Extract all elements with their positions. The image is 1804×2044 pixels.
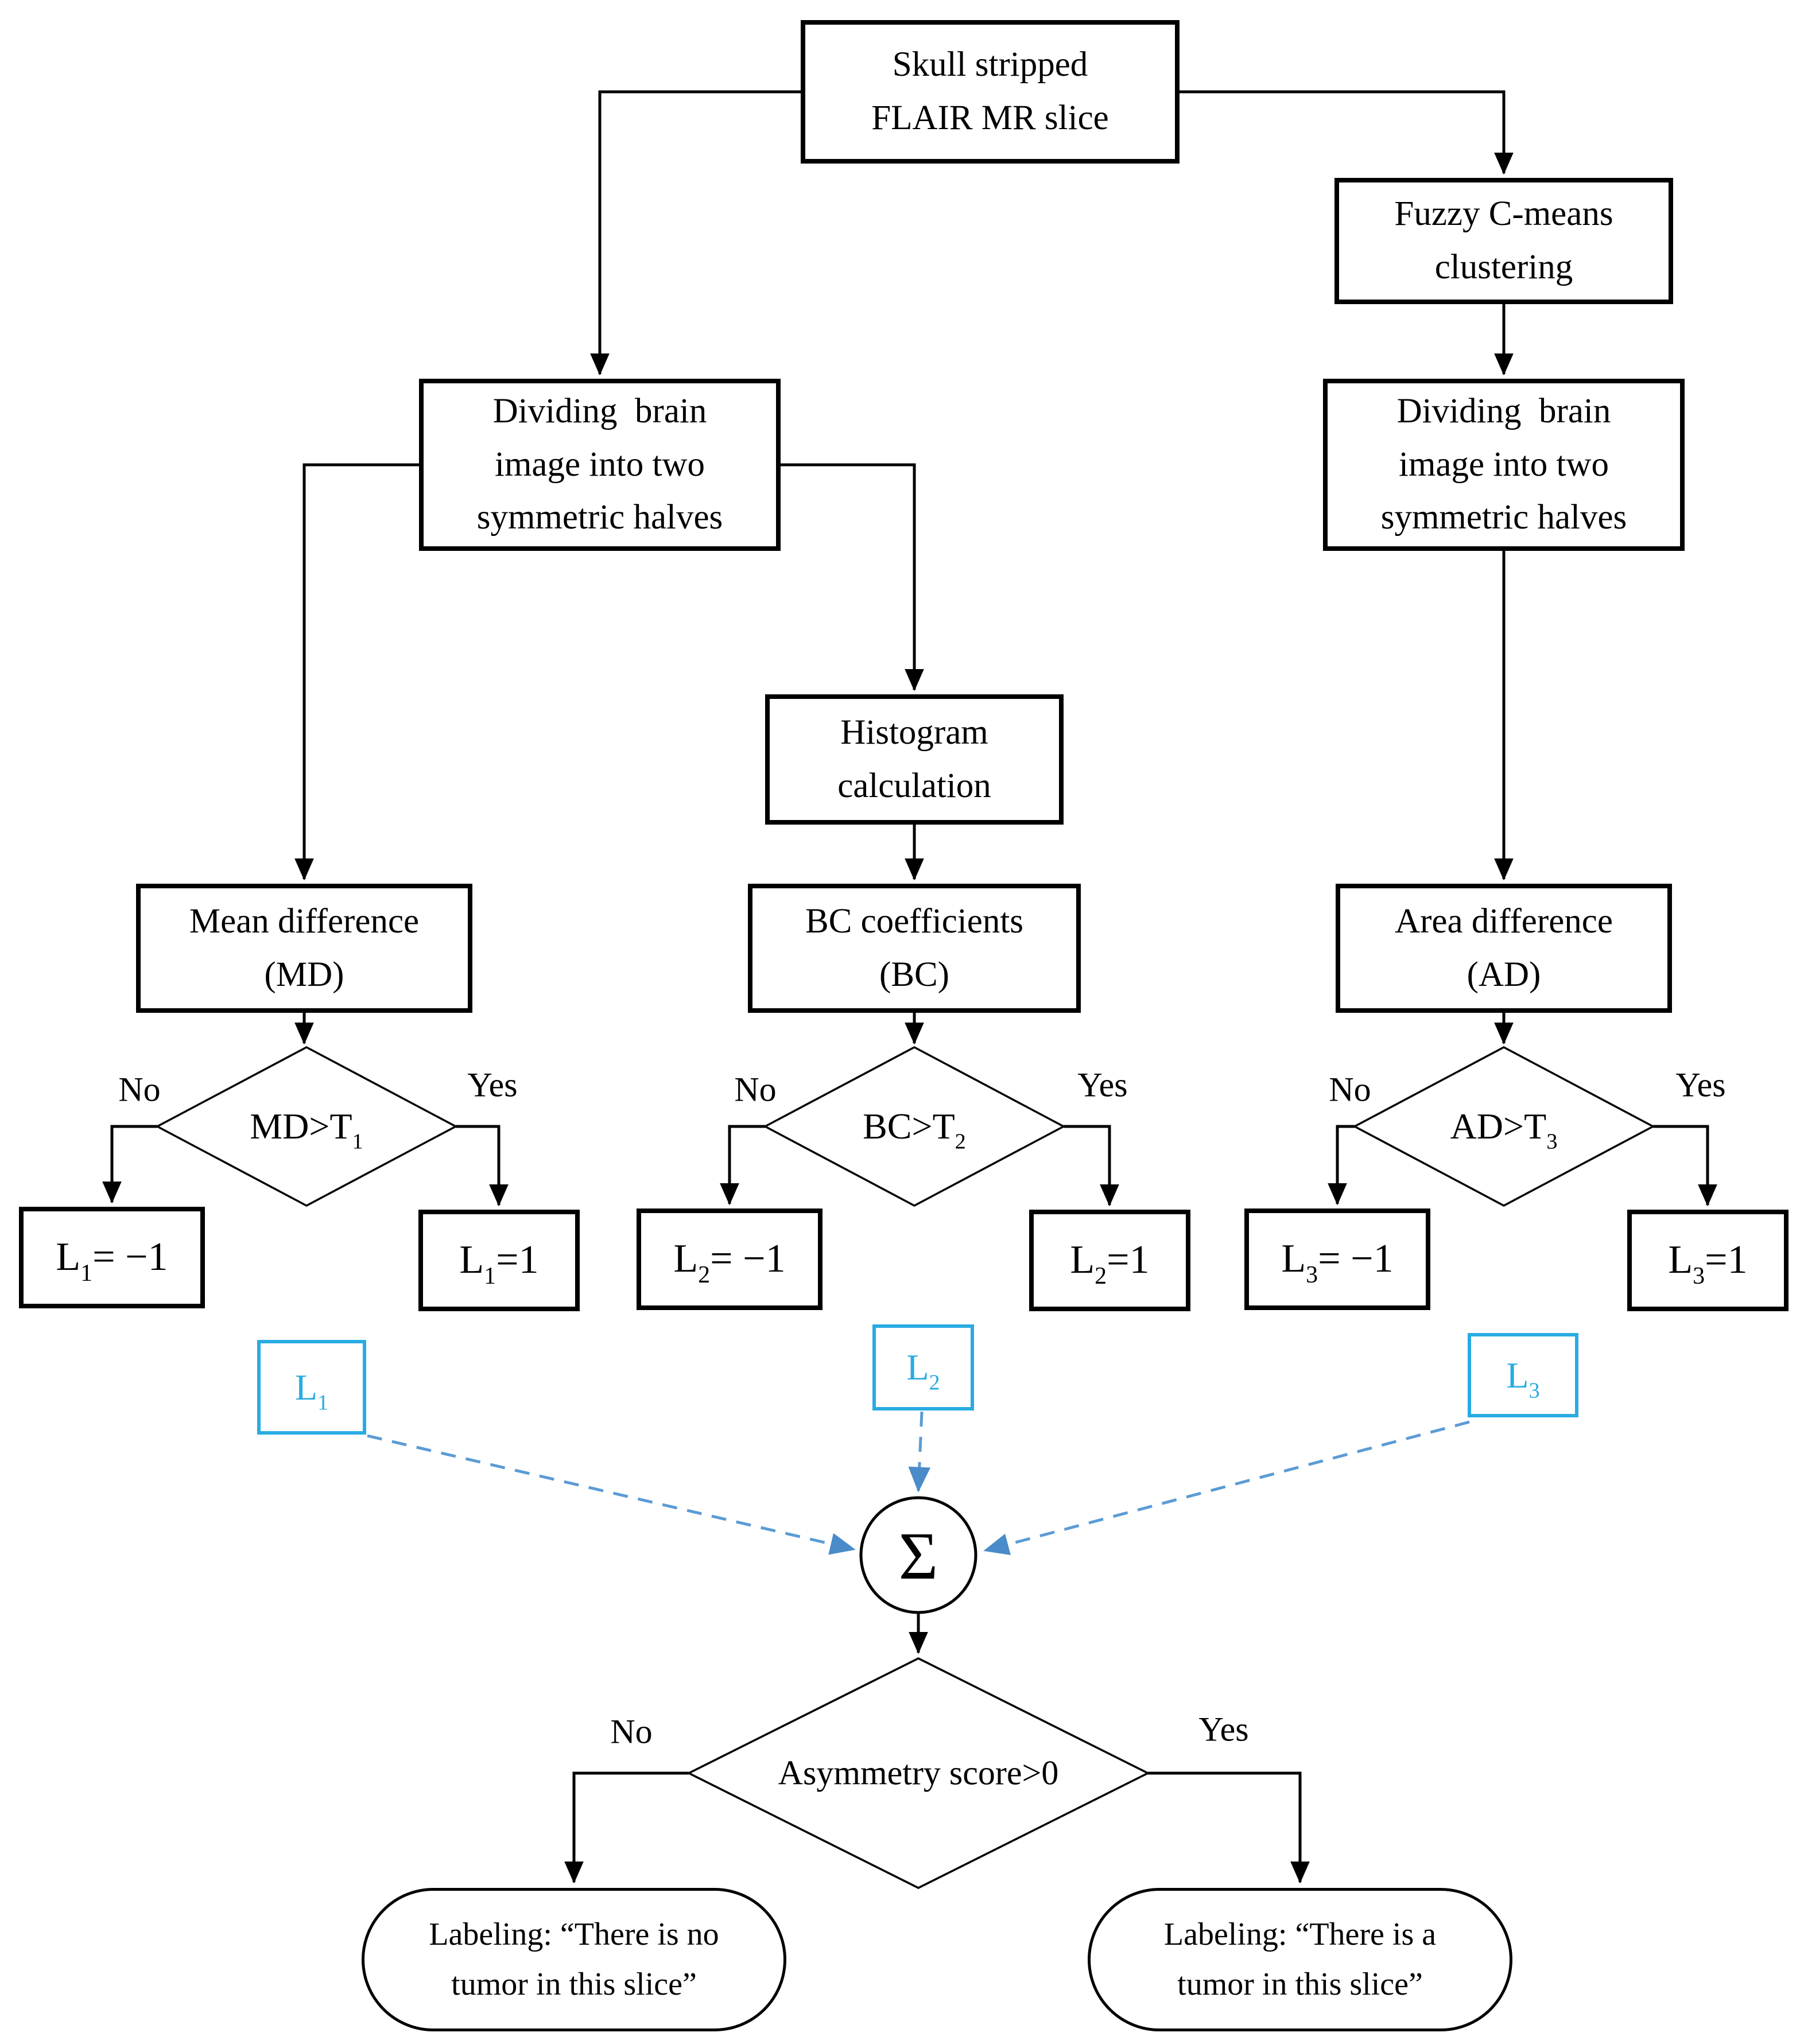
decision-ad-diamond — [1352, 1046, 1655, 1207]
dashed-arrow-l1-to-sum — [367, 1434, 856, 1555]
arrow-divide-left-to-histogram — [781, 463, 924, 691]
branch-no-label-d1: No — [118, 1070, 161, 1109]
branch-yes-label-d2: Yes — [1077, 1066, 1128, 1104]
branch-yes-label-d1: Yes — [467, 1066, 518, 1104]
branch-no-label-final: No — [610, 1712, 653, 1751]
arrow-start-to-divide-left — [590, 90, 801, 376]
score-l2-box: L2 — [872, 1324, 974, 1410]
arrow-decision2-yes — [1064, 1125, 1119, 1207]
output-no-tumor-box: Labeling: “There is no tumor in this sli… — [362, 1888, 786, 2031]
decision-md-diamond — [155, 1046, 458, 1207]
arrow-final-yes — [1148, 1771, 1310, 1884]
result-l2-pos-box: L2=1 — [1029, 1210, 1190, 1311]
arrow-divide-left-to-mean — [294, 463, 419, 881]
result-l2-neg-box: L2= −1 — [637, 1208, 823, 1310]
decision-asymmetry-label: Asymmetry score>0 — [778, 1754, 1059, 1792]
bc-coefficients-box: BC coefficients (BC) — [748, 884, 1081, 1013]
result-l3-neg-box: L3= −1 — [1244, 1208, 1430, 1310]
result-l3-pos-box: L3=1 — [1627, 1210, 1789, 1311]
mean-difference-box: Mean difference (MD) — [136, 884, 472, 1013]
dashed-arrow-l2-to-sum — [908, 1411, 931, 1493]
decision-bc-label: BC>T2 — [863, 1106, 966, 1154]
decision-md-label: MD>T1 — [250, 1106, 363, 1154]
arrow-decision3-yes — [1653, 1125, 1717, 1207]
result-l1-neg-box: L1= −1 — [19, 1207, 205, 1308]
branch-yes-label-d3: Yes — [1675, 1066, 1726, 1104]
score-l1-box: L1 — [257, 1340, 366, 1435]
arrow-decision1-no — [102, 1125, 157, 1204]
dashed-arrow-l3-to-sum — [983, 1420, 1470, 1556]
divide-left-box: Dividing brain image into two symmetric … — [419, 379, 781, 551]
arrow-final-no — [564, 1771, 689, 1884]
result-l1-pos-box: L1=1 — [418, 1210, 580, 1311]
arrow-decision2-no — [720, 1125, 765, 1206]
arrow-decision3-no — [1328, 1125, 1355, 1206]
sum-symbol: Σ — [898, 1518, 938, 1594]
sum-circle — [859, 1496, 977, 1614]
histogram-box: Histogram calculation — [765, 694, 1064, 825]
fcm-box: Fuzzy C-means clustering — [1334, 178, 1673, 304]
branch-no-label-d2: No — [734, 1070, 777, 1109]
branch-no-label-d3: No — [1329, 1070, 1371, 1109]
start-box: Skull stripped FLAIR MR slice — [801, 20, 1180, 164]
branch-yes-label-final: Yes — [1198, 1710, 1249, 1748]
divide-right-box: Dividing brain image into two symmetric … — [1323, 379, 1685, 551]
area-difference-box: Area difference (AD) — [1336, 884, 1672, 1013]
decision-ad-label: AD>T3 — [1450, 1106, 1558, 1154]
score-l3-box: L3 — [1468, 1333, 1578, 1417]
decision-bc-diamond — [763, 1046, 1066, 1207]
decision-asymmetry-diamond — [686, 1657, 1150, 1889]
arrow-decision1-yes — [456, 1125, 509, 1207]
output-tumor-box: Labeling: “There is a tumor in this slic… — [1088, 1888, 1512, 2031]
arrow-start-to-fcm — [1180, 90, 1514, 175]
